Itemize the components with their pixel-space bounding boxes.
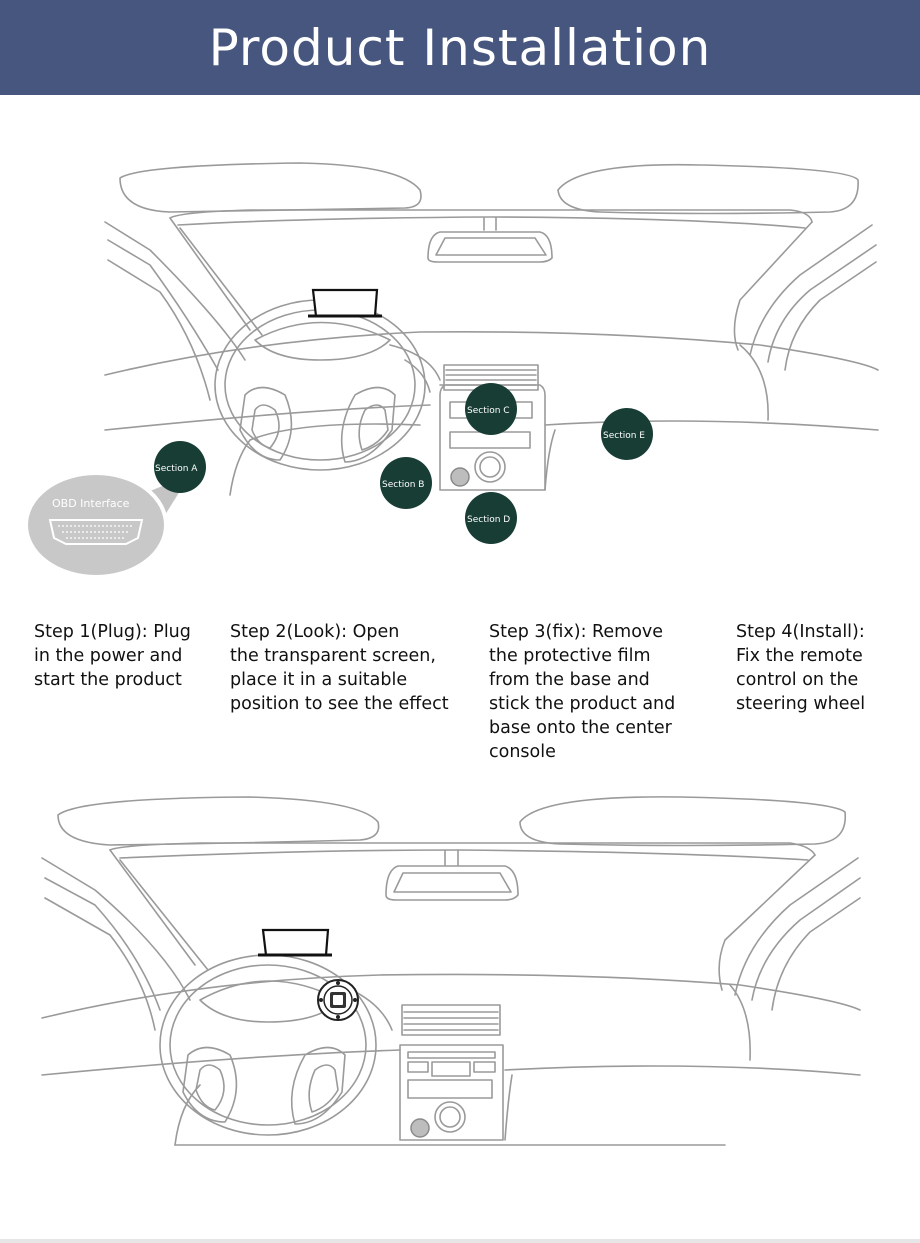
section-c-label: Section C (467, 406, 510, 416)
car-interior-diagram-top: OBD Interface Section A Section B Sectio… (24, 162, 879, 579)
section-e-label: Section E (603, 431, 645, 441)
section-d-marker: Section D (465, 492, 517, 544)
section-b-marker: Section B (380, 457, 432, 509)
section-b-label: Section B (382, 480, 424, 490)
obd-interface-callout: OBD Interface (24, 471, 190, 579)
remote-control-icon (317, 979, 359, 1021)
car-outline-bottom (41, 796, 861, 1146)
bottom-divider (0, 1239, 920, 1243)
car-interior-diagram-bottom (41, 796, 861, 1146)
section-d-label: Section D (467, 515, 510, 525)
step-4-text: Step 4(Install): Fix the remote control … (736, 622, 866, 714)
section-a-label: Section A (155, 464, 198, 474)
header-banner: Product Installation (0, 0, 920, 95)
step-3-text: Step 3(fix): Remove the protective film … (489, 622, 676, 762)
step-2-text: Step 2(Look): Open the transparent scree… (230, 622, 449, 714)
section-e-marker: Section E (601, 408, 653, 460)
page-title: Product Installation (208, 18, 712, 77)
obd-interface-label: OBD Interface (52, 497, 130, 510)
car-outline-top (104, 162, 879, 496)
step-1-text: Step 1(Plug): Plug in the power and star… (34, 622, 191, 690)
section-c-marker: Section C (465, 383, 517, 435)
installation-steps: Step 1(Plug): Plug in the power and star… (0, 620, 920, 780)
section-a-marker: Section A (154, 441, 206, 493)
